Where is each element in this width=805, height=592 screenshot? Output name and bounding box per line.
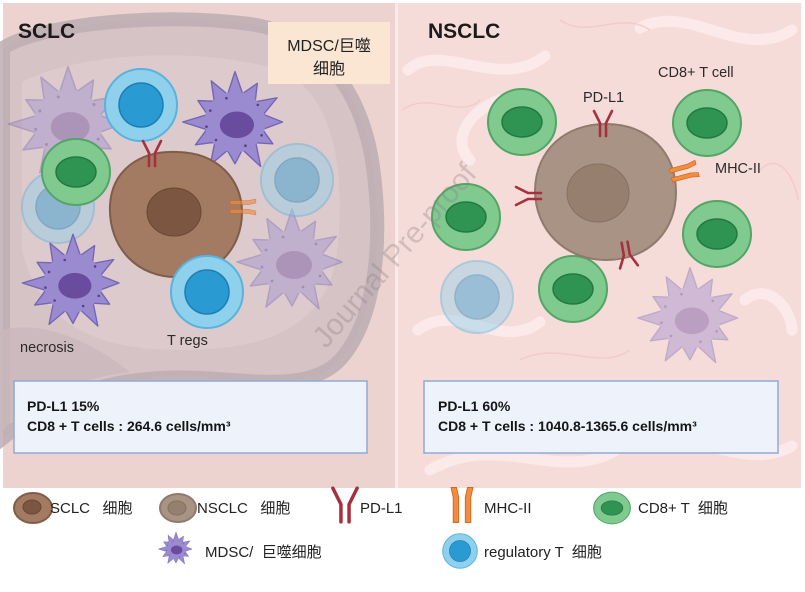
legend-label-treg: regulatory T 细胞 xyxy=(484,544,602,561)
legend-label-nsclc: NSCLC 细胞 xyxy=(197,500,290,517)
sclc-tumor-cell xyxy=(108,150,244,279)
nsclc-info-box xyxy=(423,380,779,454)
nsclc-tumor-cell xyxy=(533,122,678,262)
regulatory-t-cell xyxy=(170,255,244,329)
cd8-t-cell-label: CD8+ T cell xyxy=(658,65,734,81)
mhc-ii-label: MHC-II xyxy=(715,161,761,177)
cd8-t-cell-icon xyxy=(593,491,631,525)
sclc-pd-l1-value: PD-L1 15% xyxy=(27,398,100,414)
legend-item-nsclc: NSCLC 细胞 xyxy=(159,493,290,523)
nsclc-pd-l1-value: PD-L1 60% xyxy=(438,398,511,414)
legend-item-mhc-ii: MHC-II xyxy=(450,486,532,524)
regulatory-t-cell xyxy=(104,68,178,142)
necrosis-label: necrosis xyxy=(20,340,74,356)
mdsc-callout-box xyxy=(268,22,390,84)
legend-label-mhc-ii: MHC-II xyxy=(484,500,532,517)
regulatory-t-cell-faded xyxy=(440,260,514,334)
necrosis-lower-region xyxy=(3,327,130,430)
legend-label-sclc: SCLC 细胞 xyxy=(50,500,133,517)
mdsc-callout-line1: MDSC/巨噬 xyxy=(287,37,371,55)
nsclc-cell-icon xyxy=(159,493,197,523)
legend-label-cd8: CD8+ T 细胞 xyxy=(638,500,728,517)
tregs-label: T regs xyxy=(167,333,208,349)
pd-l1-label: PD-L1 xyxy=(583,90,624,106)
legend-label-pd-l1: PD-L1 xyxy=(360,500,403,517)
legend-item-sclc: SCLC 细胞 xyxy=(13,492,133,524)
mdsc-callout-line2: 细胞 xyxy=(313,60,345,78)
panel-divider xyxy=(395,3,398,488)
cd8-t-cell xyxy=(41,138,111,206)
regulatory-t-cell-faded xyxy=(260,143,334,217)
legend-item-treg: regulatory T 细胞 xyxy=(442,533,602,569)
legend-item-mdsc: MDSC/ 巨噬细胞 xyxy=(158,531,322,565)
cd8-t-cell xyxy=(672,89,742,157)
legend-item-pd-l1: PD-L1 xyxy=(331,486,403,524)
sclc-cell-nucleus xyxy=(146,187,202,237)
cd8-t-cell xyxy=(682,200,752,268)
nsclc-panel: NSCLC PD-L1 CD8+ T cell MHC-II PD-L1 60%… xyxy=(398,3,801,488)
sclc-cd8-density: CD8 + T cells : 264.6 cells/mm³ xyxy=(27,418,231,434)
legend-background xyxy=(0,488,805,592)
legend-item-cd8: CD8+ T 细胞 xyxy=(593,491,728,525)
cd8-t-cell xyxy=(487,88,557,156)
sclc-cell-icon xyxy=(13,492,53,524)
sclc-panel-title: SCLC xyxy=(18,20,75,43)
nsclc-cell-nucleus xyxy=(566,163,630,223)
nsclc-panel-title: NSCLC xyxy=(428,20,500,43)
cd8-t-cell xyxy=(538,255,608,323)
sclc-panel: MDSC/巨噬 细胞 SCLC necrosis T regs PD-L1 15… xyxy=(0,3,395,488)
sclc-info-box xyxy=(13,380,368,454)
nsclc-cd8-density: CD8 + T cells : 1040.8-1365.6 cells/mm³ xyxy=(438,418,697,434)
legend: SCLC 细胞 NSCLC 细胞 PD-L1 MHC-II CD8+ T 细胞 … xyxy=(0,486,805,592)
regulatory-t-cell-icon xyxy=(442,533,478,569)
legend-label-mdsc: MDSC/ 巨噬细胞 xyxy=(205,544,322,561)
